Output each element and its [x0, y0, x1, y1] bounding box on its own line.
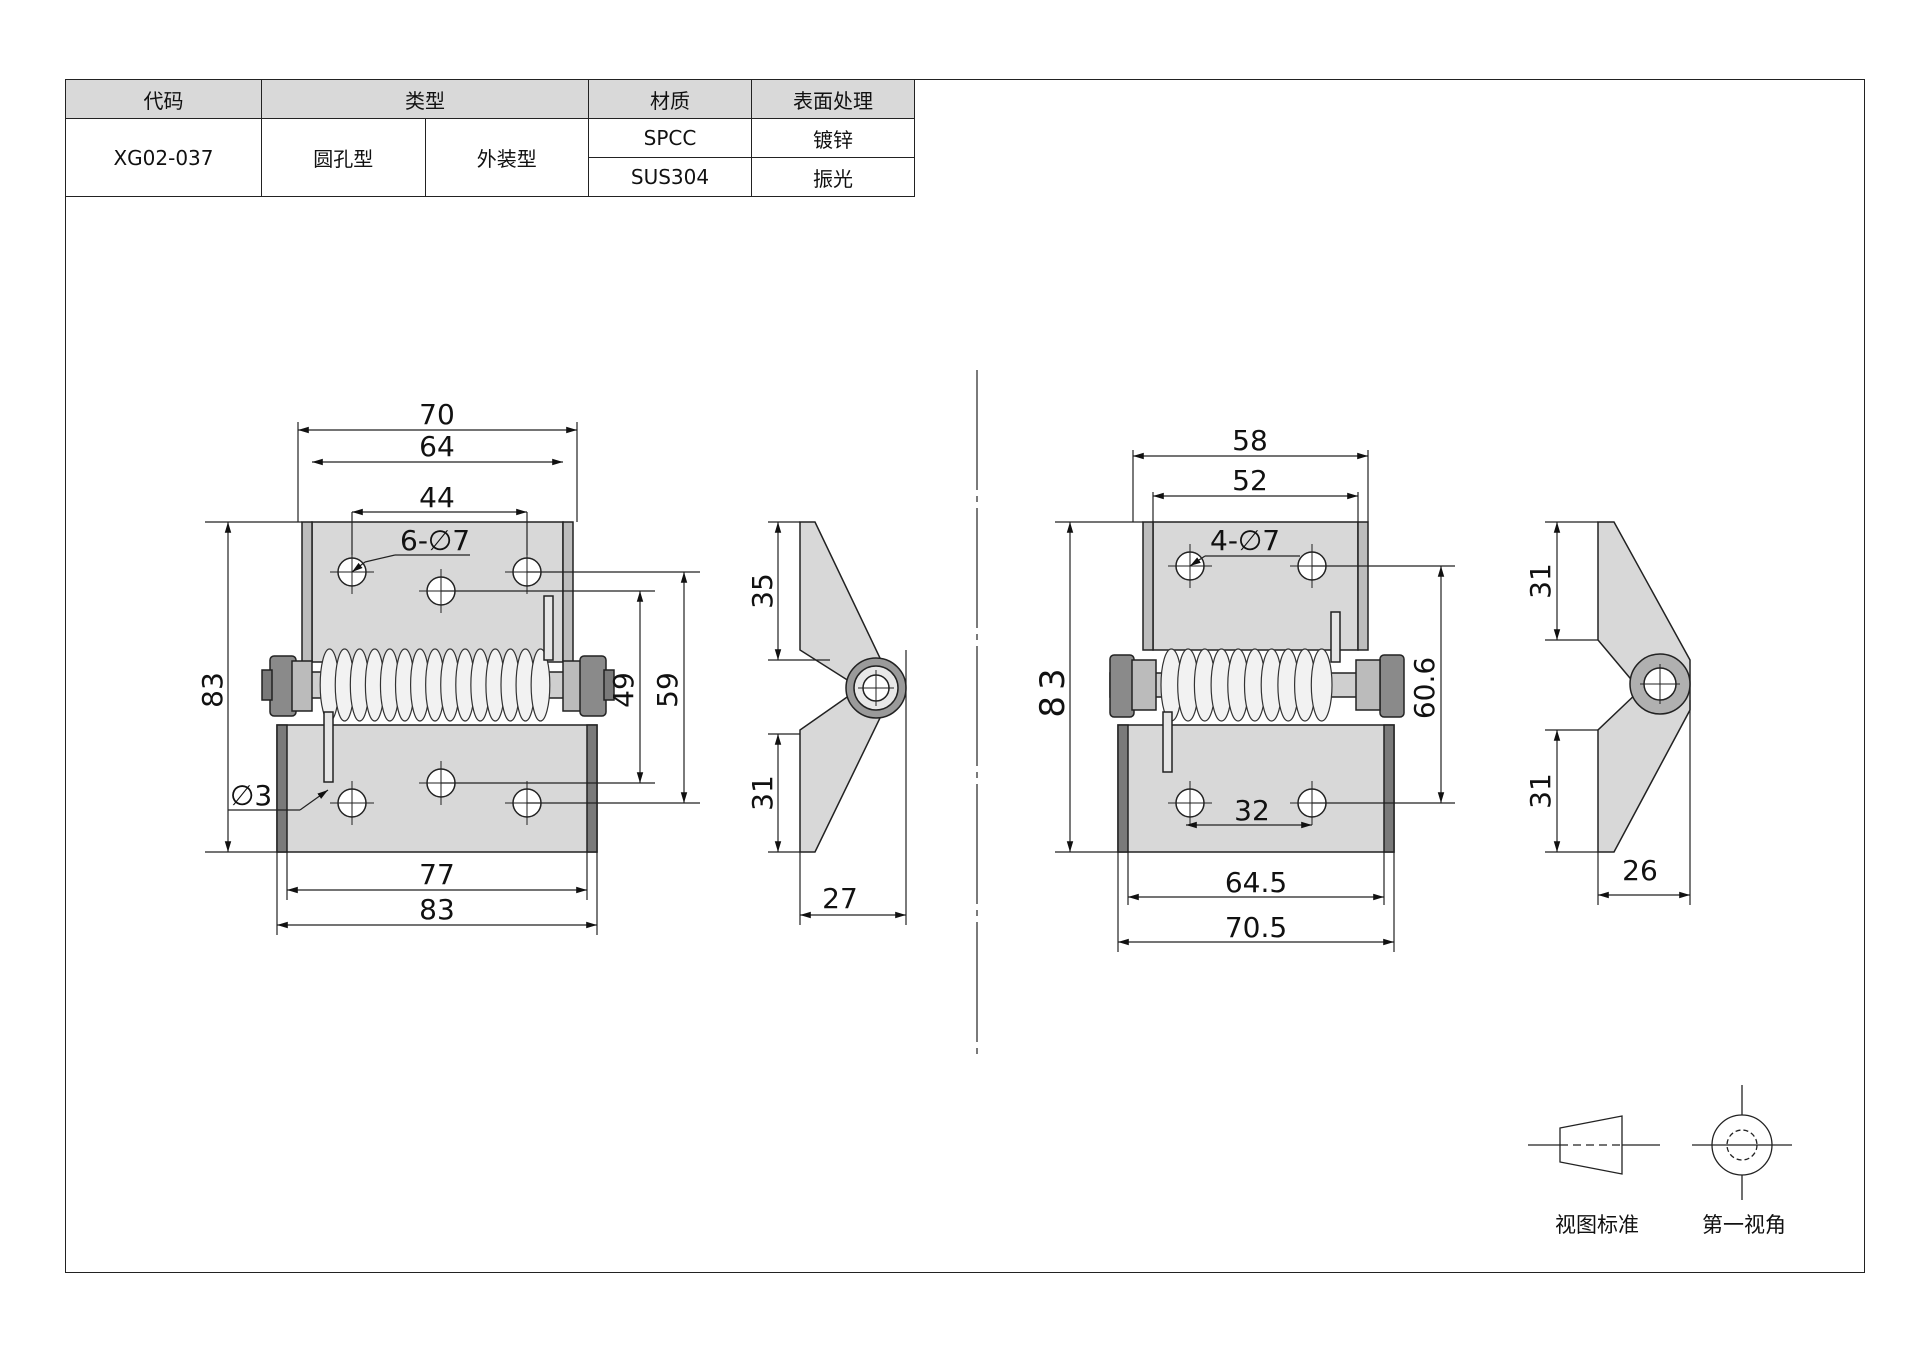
header-material: 材质 [588, 79, 752, 119]
left-side-dim-lines [768, 521, 907, 925]
right-side-dim-labels: 31 31 26 [1524, 563, 1658, 887]
dim-26: 26 [1622, 854, 1658, 887]
left-side-dim-labels: 35 31 27 [746, 573, 858, 915]
dim-35: 35 [746, 573, 779, 609]
dim-holes-left: 6-∅7 [400, 524, 470, 557]
dim-pin-diameter: ∅3 [230, 779, 272, 812]
dim-32: 32 [1234, 794, 1270, 827]
header-type: 类型 [261, 79, 589, 119]
dim-31-right-bottom: 31 [1524, 773, 1557, 809]
spring-coil [1310, 648, 1333, 722]
header-surface: 表面处理 [751, 79, 915, 119]
drawing-frame [65, 79, 1865, 1273]
dim-60-6: 60.6 [1408, 657, 1441, 719]
cell-code: XG02-037 [65, 118, 262, 197]
dim-31-right-top: 31 [1524, 563, 1557, 599]
right-side-dim-lines [1545, 521, 1691, 905]
dim-31-left-side: 31 [746, 775, 779, 811]
dim-holes-right: 4-∅7 [1210, 524, 1280, 557]
dim-52: 52 [1232, 464, 1268, 497]
left-side-view [799, 521, 907, 853]
dim-70-5: 70.5 [1225, 911, 1287, 944]
dim-83-height: 83 [196, 672, 229, 708]
lower-plate-right [1117, 724, 1395, 853]
mounting-hole-right [1168, 544, 1334, 825]
dim-83-width: 83 [419, 893, 455, 926]
knuckle-right [579, 655, 607, 717]
right-front-view [1109, 521, 1405, 853]
spring-leg-top [543, 595, 554, 661]
left-dim-labels: 70 64 44 6-∅7 83 49 59 ∅3 77 83 [196, 398, 684, 926]
dim-64-5: 64.5 [1225, 866, 1287, 899]
left-dim-lines [205, 422, 700, 935]
spring-coil [530, 648, 551, 722]
right-dim-lines [1055, 450, 1455, 952]
dim-59: 59 [651, 672, 684, 708]
right-dim-labels: 58 52 4-∅7 83 60.6 32 64.5 70.5 [1033, 424, 1441, 944]
dim-27: 27 [822, 882, 858, 915]
spring-leg-bottom [323, 711, 334, 783]
label-view-standard: 视图标准 [1555, 1213, 1639, 1237]
spec-table: 代码 类型 材质 表面处理 XG02-037 圆孔型 外装型 SPCC 镀锌 S… [65, 79, 915, 197]
left-front-view [261, 521, 615, 853]
cell-material-1: SPCC [588, 118, 752, 158]
dim-64: 64 [419, 430, 455, 463]
side-profile [799, 521, 881, 853]
dim-77: 77 [419, 858, 455, 891]
dim-70: 70 [419, 398, 455, 431]
cell-type-mount: 外装型 [424, 118, 589, 197]
cell-surface-1: 镀锌 [751, 118, 915, 158]
dim-83-right: 83 [1033, 662, 1073, 717]
label-first-angle: 第一视角 [1702, 1213, 1786, 1237]
dim-49: 49 [607, 672, 640, 708]
torsion-spring [319, 648, 551, 722]
cell-material-2: SUS304 [588, 157, 752, 197]
cell-surface-2: 振光 [751, 157, 915, 197]
right-side-view [1597, 521, 1691, 853]
dim-44: 44 [419, 481, 455, 514]
projection-symbol [1528, 1085, 1792, 1200]
dim-58: 58 [1232, 424, 1268, 457]
torsion-spring-right [1160, 648, 1333, 722]
